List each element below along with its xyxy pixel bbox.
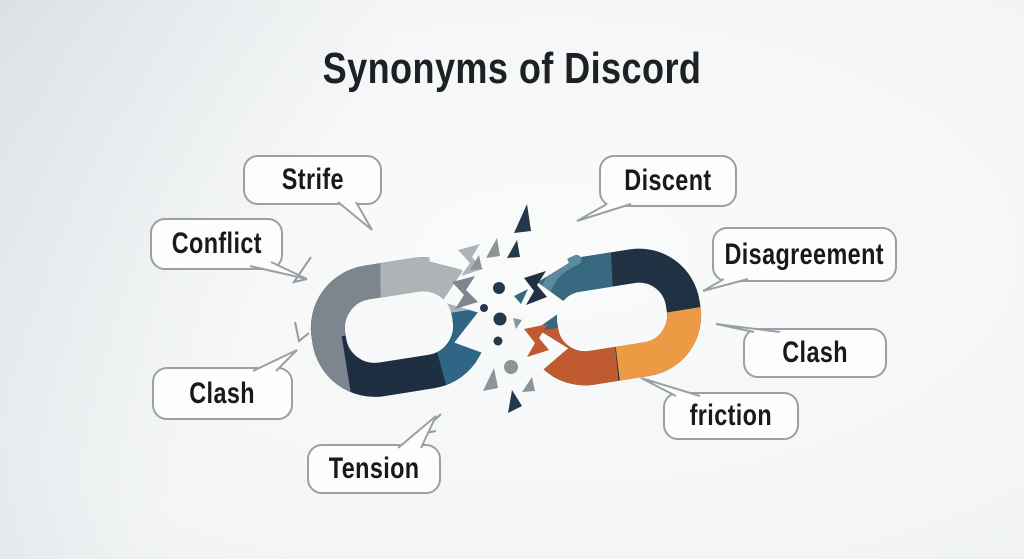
speech-bubble-clash-left: Clash — [152, 367, 293, 420]
right-chain-link — [522, 248, 702, 386]
break-debris — [291, 204, 549, 436]
speech-bubble-conflict: Conflict — [150, 218, 283, 270]
bubble-label-discent: Discent — [624, 164, 712, 197]
bubble-label-tension: Tension — [328, 452, 420, 485]
speech-bubble-clash-right: Clash — [743, 328, 887, 378]
speech-bubble-disagreement: Disagreement — [712, 227, 897, 282]
bubble-label-friction: friction — [689, 399, 773, 432]
bubble-label-clash-left: Clash — [189, 376, 256, 410]
bubble-label-strife: Strife — [281, 163, 344, 196]
bubble-label-disagreement: Disagreement — [724, 237, 885, 271]
bubble-label-conflict: Conflict — [171, 227, 262, 260]
speech-bubble-strife: Strife — [243, 155, 382, 205]
speech-bubble-discent: Discent — [599, 155, 737, 207]
speech-bubble-friction: friction — [663, 392, 799, 440]
left-chain-link — [310, 257, 488, 397]
page-title: Synonyms of Discord — [322, 44, 702, 93]
bubble-label-clash-right: Clash — [782, 336, 848, 369]
speech-bubble-tension: Tension — [307, 444, 441, 494]
